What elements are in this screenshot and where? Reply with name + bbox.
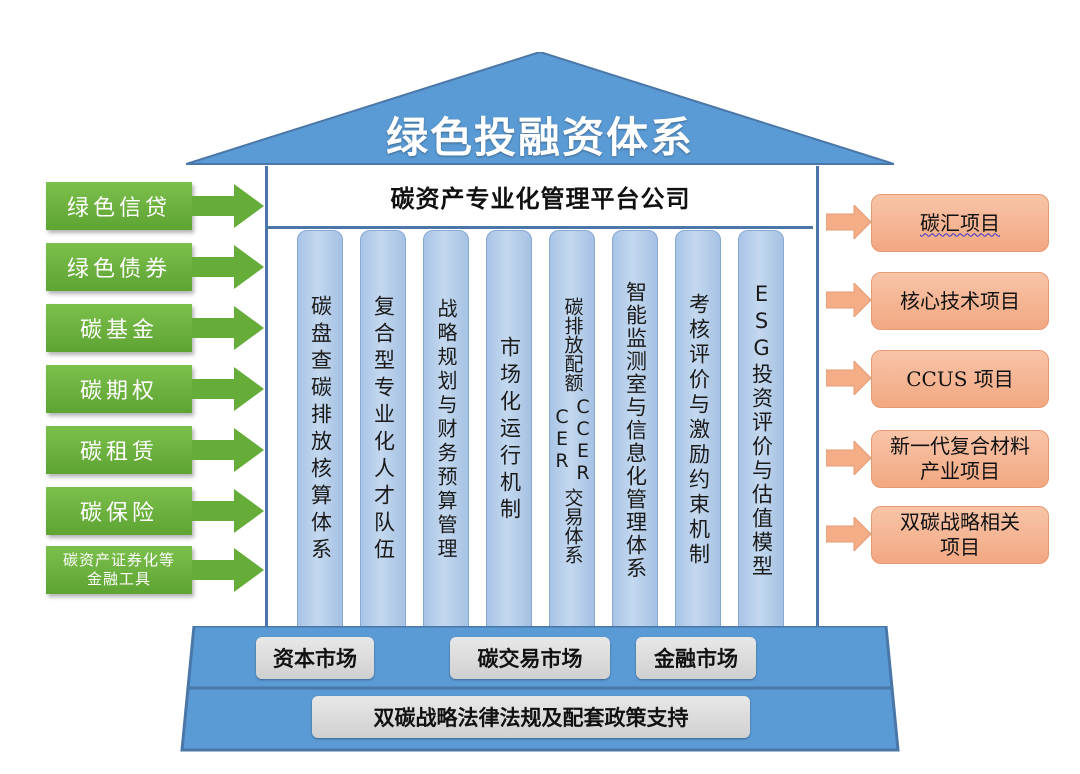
tool-carbon-option: 碳期权 <box>46 365 266 413</box>
arrow-right-icon <box>192 367 264 411</box>
arrow-right-icon <box>826 441 872 475</box>
project-label-line1: CCUS 项目 <box>906 366 1014 391</box>
arrow-right-icon <box>826 205 872 239</box>
pillar-smart-monitoring: 智能监测室与信息化管理体系 <box>612 230 658 630</box>
project-label-line1: 碳汇项目 <box>920 210 1000 235</box>
pillar-label: 市场化运行机制 <box>497 335 522 525</box>
pillar-strategy-budget: 战略规划与财务预算管理 <box>423 230 469 630</box>
pillar-label: 战略规划与财务预算管理 <box>434 298 458 562</box>
project-label-line1: 双碳战略相关 <box>900 510 1020 534</box>
tool-label: 碳资产证券化等金融工具 <box>46 546 192 594</box>
arrow-right-icon <box>826 517 872 551</box>
tool-carbon-insurance: 碳保险 <box>46 487 266 535</box>
pillar-carbon-accounting: 碳盘查碳排放核算体系 <box>297 230 343 630</box>
arrow-right-icon <box>192 306 264 350</box>
pillar-talent-team: 复合型专业化人才队伍 <box>360 230 406 630</box>
tool-label: 绿色债券 <box>46 243 192 291</box>
project-label-line1: 新一代复合材料 <box>890 434 1030 458</box>
pillar-label: ESG投资评价与估值模型 <box>749 281 774 579</box>
market-carbon-trading: 碳交易市场 <box>450 637 610 679</box>
arrow-right-icon <box>192 489 264 533</box>
market-finance: 金融市场 <box>636 637 756 679</box>
project-label-line2: 项目 <box>940 535 980 559</box>
project-core-tech: 核心技术项目 <box>871 272 1049 330</box>
ccer-group: CCER CER <box>551 395 594 484</box>
platform-header: 碳资产专业化管理平台公司 <box>268 166 813 229</box>
tool-label: 碳租赁 <box>46 426 192 474</box>
tool-label: 碳基金 <box>46 304 192 352</box>
pillar-label: 碳盘查碳排放核算体系 <box>308 295 333 565</box>
tool-carbon-securitization: 碳资产证券化等金融工具 <box>46 546 266 594</box>
tool-carbon-lease: 碳租赁 <box>46 426 266 474</box>
project-composite-materials: 新一代复合材料产业项目 <box>871 430 1049 488</box>
ccer-label: CCER <box>572 395 594 484</box>
policy-support: 双碳战略法律法规及配套政策支持 <box>312 696 750 738</box>
tool-label: 碳期权 <box>46 365 192 413</box>
platform-title: 碳资产专业化管理平台公司 <box>390 183 691 213</box>
pillar-label: 考核评价与激励约束机制 <box>686 292 711 568</box>
pillar-label: 碳排放配额 <box>561 296 584 392</box>
house-frame <box>265 166 819 628</box>
arrow-right-icon <box>826 283 872 317</box>
project-label-line2: 产业项目 <box>920 459 1000 483</box>
project-label-line1: 核心技术项目 <box>900 288 1020 313</box>
project-carbon-sink: 碳汇项目 <box>871 194 1049 252</box>
arrow-right-icon <box>826 361 872 395</box>
roof-title: 绿色投融资体系 <box>385 113 694 162</box>
tool-label: 绿色信贷 <box>46 182 192 230</box>
pillar-label: 复合型专业化人才队伍 <box>371 295 396 565</box>
market-capital: 资本市场 <box>256 637 374 679</box>
arrow-right-icon <box>192 245 264 289</box>
pillar-label: 交易体系 <box>561 487 584 564</box>
arrow-right-icon <box>192 428 264 472</box>
tool-carbon-fund: 碳基金 <box>46 304 266 352</box>
pillar-emission-trading: 碳排放配额 CCER CER 交易体系 <box>549 230 595 630</box>
arrow-right-icon <box>192 184 264 228</box>
pillar-esg-valuation: ESG投资评价与估值模型 <box>738 230 784 630</box>
tool-green-bond: 绿色债券 <box>46 243 266 291</box>
cer-label: CER <box>551 405 573 472</box>
project-ccus: CCUS 项目 <box>871 350 1049 408</box>
pillar-label: 智能监测室与信息化管理体系 <box>623 280 648 580</box>
pillar-assessment-incentive: 考核评价与激励约束机制 <box>675 230 721 630</box>
tool-label-line1: 碳资产证券化等 <box>62 550 175 569</box>
tool-green-credit: 绿色信贷 <box>46 182 266 230</box>
project-dual-carbon: 双碳战略相关项目 <box>871 506 1049 564</box>
roof <box>186 52 894 165</box>
pillar-market-mechanism: 市场化运行机制 <box>486 230 532 630</box>
tool-label-line2: 金融工具 <box>86 570 151 588</box>
arrow-right-icon <box>192 548 264 592</box>
tool-label: 碳保险 <box>46 487 192 535</box>
market-label: 碳交易市场 <box>477 646 583 671</box>
